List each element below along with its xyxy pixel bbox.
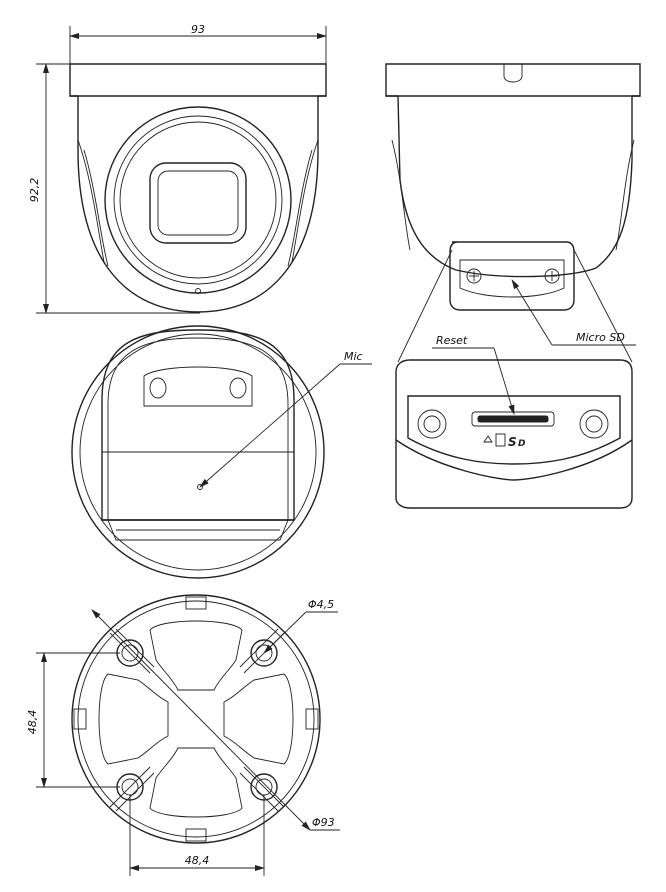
dim-base-vertical-label: 48,4: [26, 710, 39, 735]
hole-diameter-label: Φ4,5: [308, 598, 334, 611]
svg-text:S: S: [508, 435, 517, 449]
micro-sd-label: Micro SD: [576, 331, 625, 344]
base-diameter-label: Φ93: [312, 816, 335, 829]
dim-height-label: 92,2: [28, 178, 41, 203]
bottom-view: Mic: [71, 325, 372, 579]
dim-base-horizontal-label: 48,4: [185, 854, 210, 867]
side-view: Micro SD: [385, 63, 641, 363]
dim-top-width-label: 93: [191, 23, 205, 36]
base-mount-view: 48,4 48,4 Φ4,5 Φ93: [26, 594, 340, 876]
front-view: 93 92,2: [28, 23, 327, 314]
reset-label: Reset: [436, 334, 468, 347]
mic-label: Mic: [344, 350, 363, 363]
svg-text:D: D: [518, 439, 526, 449]
sd-slot-detail: S D Reset: [395, 334, 633, 509]
